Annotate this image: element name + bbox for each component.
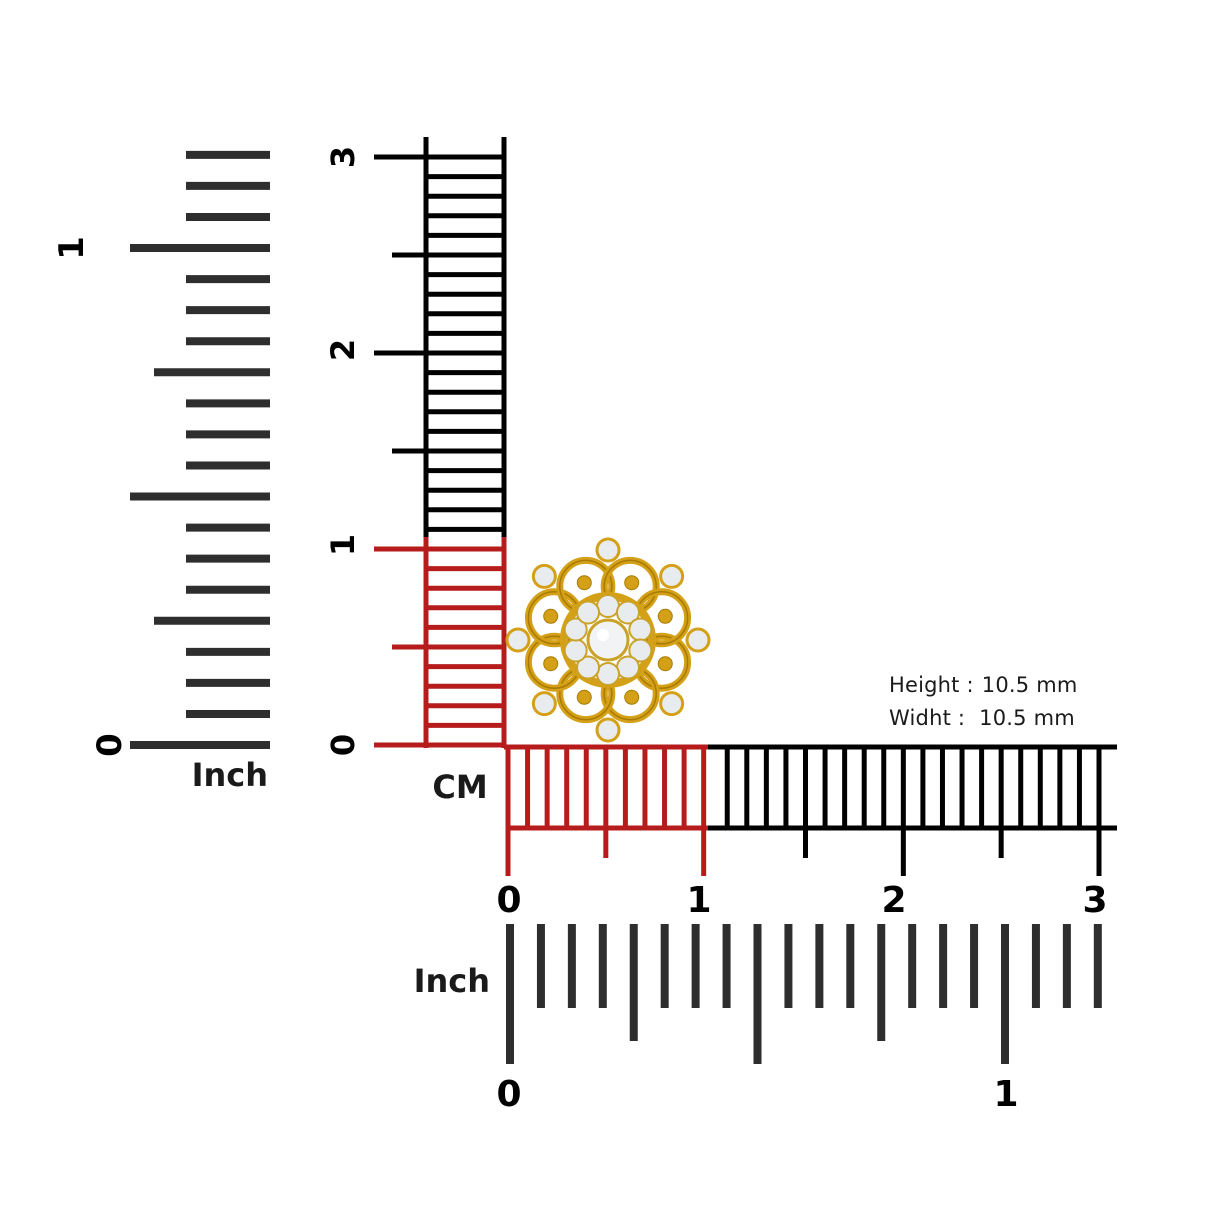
inner-stone [596, 662, 620, 686]
bottom-inch-unit-label: Inch [414, 962, 490, 1000]
center-stone [586, 618, 630, 662]
horizontal-cm-ruler [504, 744, 1117, 876]
outer-stone [531, 691, 557, 717]
width-dimension: Widht : 10.5 mm [889, 706, 1075, 730]
gold-bead [657, 608, 673, 624]
bottom-inch-ruler [506, 924, 1102, 1064]
inner-stone [615, 600, 640, 625]
gold-bead [624, 575, 640, 591]
horizontal-cm-label-1: 1 [686, 880, 711, 921]
left-inch-label-0: 0 [90, 733, 130, 757]
outer-stone [505, 627, 531, 653]
left-inch-ruler [130, 150, 270, 749]
vertical-cm-label-2: 2 [324, 339, 362, 361]
height-dimension: Height : 10.5 mm [889, 673, 1078, 697]
outer-stone [685, 627, 711, 653]
inner-stone [628, 617, 653, 642]
outer-stone [595, 717, 621, 743]
gold-bead [543, 608, 559, 624]
vertical-cm-label-1: 1 [324, 534, 362, 556]
vertical-cm-label-0: 0 [324, 734, 362, 756]
horizontal-cm-label-3: 3 [1082, 880, 1107, 921]
bottom-inch-label-0: 0 [496, 1074, 521, 1115]
outer-stone [531, 563, 557, 589]
left-inch-unit-label: Inch [192, 756, 268, 794]
gold-bead [543, 656, 559, 672]
vertical-cm-label-3: 3 [324, 146, 362, 168]
outer-stone [659, 691, 685, 717]
vertical-cm-ruler [374, 137, 507, 748]
inner-stone [576, 600, 601, 625]
inner-stone [596, 594, 620, 618]
inner-stone [563, 617, 588, 642]
gold-bead [657, 656, 673, 672]
horizontal-cm-label-2: 2 [881, 880, 906, 921]
width-label: Widht : [889, 706, 966, 730]
gold-bead [576, 575, 592, 591]
floral-diamond-stud-icon [505, 537, 711, 743]
bottom-inch-label-1: 1 [993, 1074, 1018, 1115]
width-value: 10.5 mm [979, 706, 1075, 730]
inner-stone [576, 655, 601, 680]
left-inch-label-1: 1 [52, 236, 92, 260]
horizontal-cm-label-0: 0 [496, 880, 521, 921]
center-stone-highlight [597, 629, 609, 641]
horizontal-cm-unit-label: CM [432, 768, 487, 806]
inner-stone [628, 638, 653, 663]
gold-bead [576, 689, 592, 705]
outer-stone [595, 537, 621, 563]
outer-stone [659, 563, 685, 589]
height-value: 10.5 mm [981, 673, 1078, 697]
height-label: Height : [889, 673, 974, 697]
gold-bead [624, 689, 640, 705]
inner-stone [563, 638, 588, 663]
inner-stone [615, 655, 640, 680]
